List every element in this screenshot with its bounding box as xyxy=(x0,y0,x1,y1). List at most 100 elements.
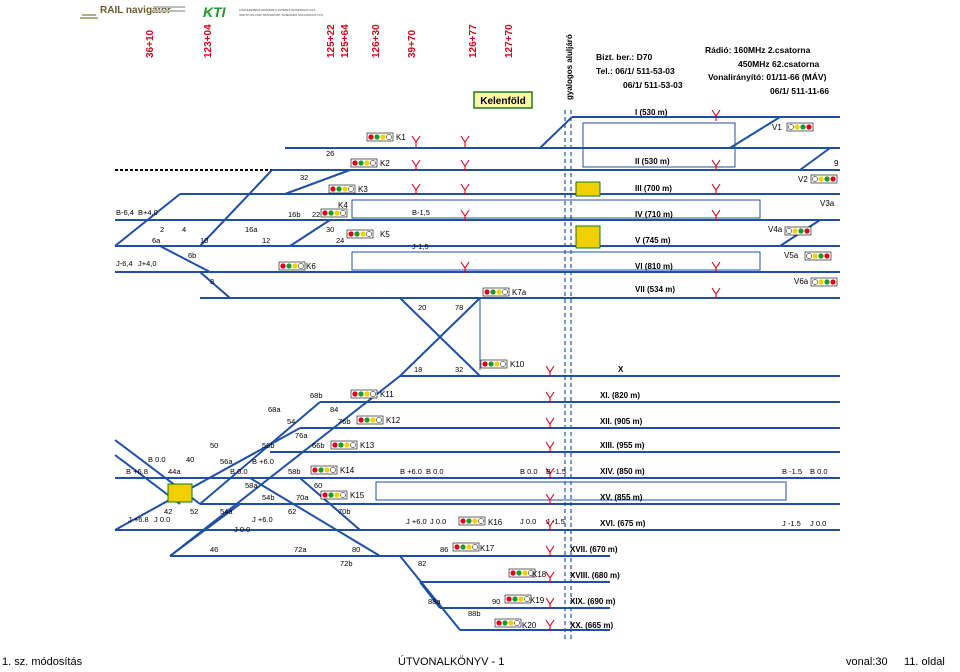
marker-label: J +6.8 xyxy=(128,515,149,524)
track-labels: I (530 m) II (530 m) III (700 m) IV (710… xyxy=(570,108,675,630)
signal-label: K1 xyxy=(396,133,406,142)
upper-tracks xyxy=(114,116,840,299)
signal-label: V5a xyxy=(784,251,799,260)
kti-caption-2: INSTITUTE FOR TRANSPORT SCIENCES NON-PRO… xyxy=(239,13,324,17)
signal-label: V1 xyxy=(772,123,782,132)
switch-number: 56b xyxy=(262,441,275,450)
signal-label: V4a xyxy=(768,225,783,234)
switch-number: 2 xyxy=(160,225,164,234)
footer-line: vonal:30 xyxy=(846,656,888,668)
signal-k19 xyxy=(504,594,532,604)
marker-label: J+4,0 xyxy=(138,259,157,268)
footer-left: 1. sz. módosítás xyxy=(2,656,83,668)
switch-number: 76b xyxy=(338,417,351,426)
signal-label: K13 xyxy=(360,441,375,450)
radio-line-3: Vonalirányító: 01/11-66 (MÁV) xyxy=(708,72,827,82)
signal-label: K12 xyxy=(386,416,401,425)
track-label: V (745 m) xyxy=(635,236,671,245)
chainage-label: 125+22 xyxy=(326,24,337,58)
signal-label: K18 xyxy=(532,570,547,579)
track-label: XIV. (850 m) xyxy=(600,467,645,476)
switch-number: 70a xyxy=(296,493,309,502)
signal-label: V6a xyxy=(794,277,809,286)
switch-number: 60 xyxy=(314,481,322,490)
marker-label: B 0.0 xyxy=(230,467,248,476)
signal-k13 xyxy=(330,440,358,450)
switch-number: 58a xyxy=(245,481,258,490)
track-label: XVI. (675 m) xyxy=(600,519,646,528)
marker-label: J +6.0 xyxy=(252,515,273,524)
signal-label: K15 xyxy=(350,491,365,500)
chainage-label: 36+10 xyxy=(145,29,156,58)
chainage-label: 125+64 xyxy=(340,24,351,58)
signal-k6 xyxy=(278,261,306,271)
switch-number: 4 xyxy=(182,225,186,234)
switch-number: 62 xyxy=(288,507,296,516)
marker-label: J-6,4 xyxy=(116,259,133,268)
chainage-label: 127+70 xyxy=(504,24,515,58)
switch-number: 40 xyxy=(186,455,194,464)
switch-number: 6b xyxy=(188,251,196,260)
marker-label: B+4,0 xyxy=(138,208,158,217)
signal-label: K14 xyxy=(340,466,355,475)
signals-upper: K1 K2 K3 K4 K5 K6 K7a K10 V1 V2 V3a V4a … xyxy=(278,122,839,369)
station-name: Kelenföld xyxy=(480,96,526,107)
signal-label: K16 xyxy=(488,518,503,527)
rail-navigator-logo-text: RAIL navigator xyxy=(100,5,171,16)
kti-logo-text: KTI xyxy=(203,4,227,20)
signal-k4 xyxy=(320,208,348,218)
switch-number: 54b xyxy=(262,493,275,502)
markers: B-6,4 B+4,0 J-6,4 J+4,0 B-1,5 J-1,5 B 0.… xyxy=(116,208,828,534)
signals-lower: K11 K12 K13 K14 K15 K16 K17 K18 K19 K20 xyxy=(310,389,547,630)
supervisor-text: Bizt. ber.: D70 xyxy=(596,52,653,62)
switch-number: 20 xyxy=(418,303,426,312)
switch-number: 42 xyxy=(164,507,172,516)
footer-page: 11. oldal xyxy=(904,656,945,668)
marker-label: J 0.0 xyxy=(520,517,536,526)
signal-label: K19 xyxy=(530,596,545,605)
marker-label: B-6,4 xyxy=(116,208,134,217)
marker-label: B -1.5 xyxy=(782,467,802,476)
signal-k1 xyxy=(366,132,394,142)
signal-label: K5 xyxy=(380,230,390,239)
marker-label: B-1,5 xyxy=(412,208,430,217)
switch-number: 72a xyxy=(294,545,307,554)
signal-label: K3 xyxy=(358,185,368,194)
switch-number: 58b xyxy=(288,467,301,476)
switch-number: 44a xyxy=(168,467,181,476)
signal-label: K10 xyxy=(510,360,525,369)
marker-label: J 0.0 xyxy=(810,519,826,528)
signal-k10 xyxy=(480,359,508,369)
signal-k16 xyxy=(458,516,486,526)
tel-line-2: 06/1/ 511-53-03 xyxy=(623,80,683,90)
chainage-label: 123+04 xyxy=(203,24,214,58)
switch-number: 12 xyxy=(262,236,270,245)
signal-k15 xyxy=(320,490,348,500)
switch-number: 72b xyxy=(340,559,353,568)
switch-number: 8 xyxy=(210,277,214,286)
marker-label: B 0.0 xyxy=(426,467,444,476)
track-label: VI (810 m) xyxy=(635,262,673,271)
switch-number: 46 xyxy=(210,545,218,554)
marker-label: B +6.0 xyxy=(400,467,422,476)
switch-number: 88a xyxy=(428,597,441,606)
rail-navigator-logo: RAIL navigator xyxy=(78,2,188,24)
lower-tracks xyxy=(114,297,840,631)
track-label: XIX. (690 m) xyxy=(570,597,616,606)
switch-number: 22 xyxy=(312,210,320,219)
signal-label: K20 xyxy=(522,621,537,630)
radio-line-1: Rádió: 160MHz 2.csatorna xyxy=(705,45,811,55)
signal-k20 xyxy=(494,618,522,628)
marker-label: B -1.5 xyxy=(546,467,566,476)
switch-number: 90 xyxy=(492,597,500,606)
switch-number: 70b xyxy=(338,507,351,516)
signal-label: V3a xyxy=(820,199,835,208)
walkway-label: gyalogos aluljáró xyxy=(565,34,574,100)
track-label: XII. (905 m) xyxy=(600,417,643,426)
chainage-label: 39+70 xyxy=(407,29,418,58)
track-label: XX. (665 m) xyxy=(570,621,613,630)
switch-number: 16a xyxy=(245,225,258,234)
switch-number: 80 xyxy=(352,545,360,554)
marker-label: J -1.5 xyxy=(546,517,565,526)
radio-line-2: 450MHz 62.csatorna xyxy=(738,59,820,69)
